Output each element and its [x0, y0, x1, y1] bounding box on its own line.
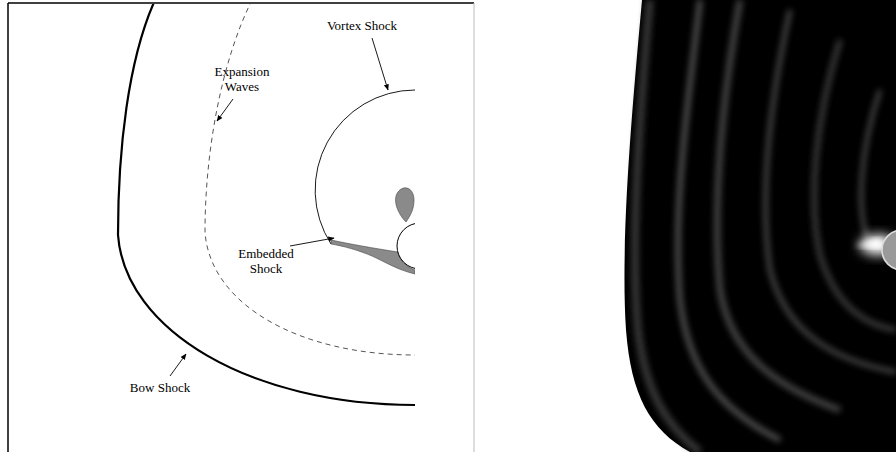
frame-line	[7, 3, 9, 452]
schlieren-band	[861, 90, 880, 240]
schlieren-band	[766, 10, 896, 372]
expansion-wave-curve	[205, 4, 415, 355]
schlieren-band	[814, 40, 896, 330]
body-circle	[882, 230, 896, 270]
leader-arrow	[290, 238, 334, 246]
callout-label: Expansion Waves	[206, 64, 278, 94]
glow	[855, 238, 882, 248]
callout-label: Bow Shock	[105, 380, 215, 395]
bow-shock-curve	[118, 4, 415, 405]
frame-line	[8, 2, 474, 4]
leader-arrow	[372, 38, 388, 90]
embedded-shock-blob	[396, 188, 414, 222]
body-circle	[397, 223, 415, 269]
leader-arrow	[217, 99, 233, 121]
leader-arrow	[170, 354, 186, 376]
schlieren-field	[624, 0, 896, 452]
callout-label: Embedded Shock	[230, 246, 302, 276]
panel-divider	[474, 3, 475, 452]
vortex-shock-circle	[315, 90, 415, 244]
callout-label: Vortex Shock	[307, 18, 417, 33]
